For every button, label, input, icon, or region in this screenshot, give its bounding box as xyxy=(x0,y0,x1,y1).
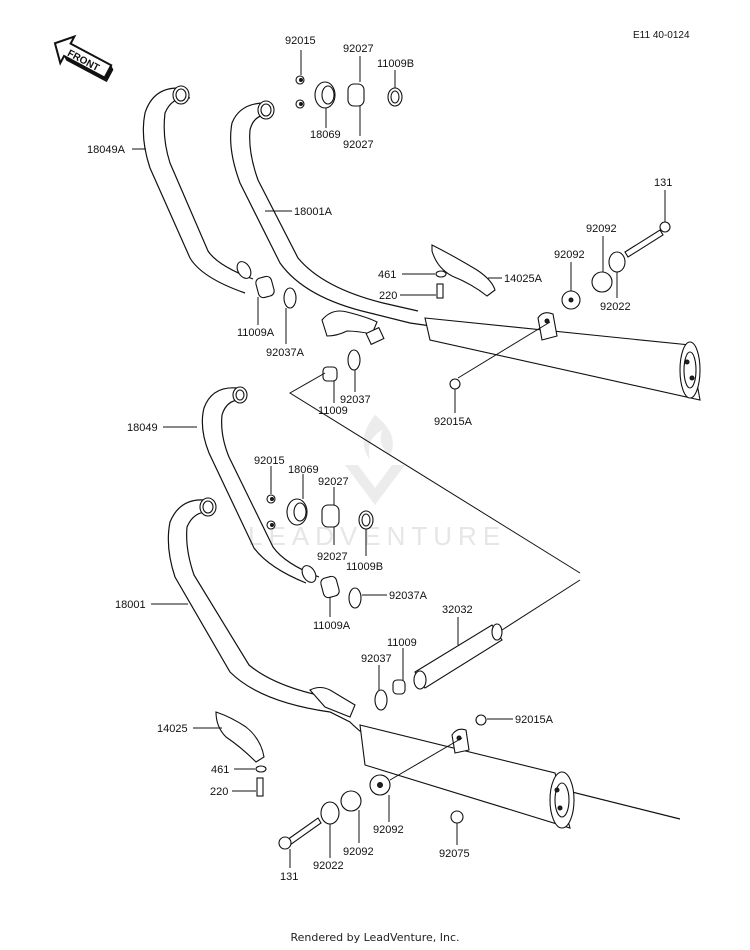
label-18049: 18049 xyxy=(127,422,158,434)
label-461-lower: 461 xyxy=(211,764,229,776)
label-461: 461 xyxy=(378,269,396,281)
label-18069-lower: 18069 xyxy=(288,464,319,476)
label-92092-b-lower: 92092 xyxy=(343,846,374,858)
label-11009B: 11009B xyxy=(377,58,414,70)
label-92075: 92075 xyxy=(439,848,470,860)
front-arrow-icon: FRONT xyxy=(53,34,114,83)
label-18001: 18001 xyxy=(115,599,146,611)
label-92037A-lower: 92037A xyxy=(389,590,428,602)
label-18069: 18069 xyxy=(310,129,341,141)
label-131: 131 xyxy=(654,177,672,189)
label-220: 220 xyxy=(379,290,397,302)
label-92015A-lower: 92015A xyxy=(515,714,554,726)
watermark-text: LEADVENTURE xyxy=(248,521,506,551)
label-92027-top-lower: 92027 xyxy=(318,476,349,488)
label-92027-bottom-lower: 92027 xyxy=(317,551,348,563)
upper-labels: 92015 92027 11009B 18069 92027 18049A 18… xyxy=(87,35,672,428)
label-92037-lower: 92037 xyxy=(361,653,392,665)
label-220-lower: 220 xyxy=(210,786,228,798)
watermark: LEADVENTURE xyxy=(248,415,506,551)
label-14025: 14025 xyxy=(157,723,188,735)
label-92022: 92022 xyxy=(600,301,631,313)
label-11009: 11009 xyxy=(318,405,348,417)
label-18049A: 18049A xyxy=(87,144,126,156)
lower-labels: 18049 92015 18069 92027 92027 11009B 180… xyxy=(115,422,554,883)
label-92015: 92015 xyxy=(285,35,316,47)
label-92015A: 92015A xyxy=(434,416,473,428)
label-11009A-lower: 11009A xyxy=(313,620,351,632)
exhaust-pipe-18001A xyxy=(230,102,481,334)
heat-shield-14025A xyxy=(431,244,496,297)
label-92092-a: 92092 xyxy=(586,223,617,235)
label-92092-b: 92092 xyxy=(554,249,585,261)
label-92015-lower: 92015 xyxy=(254,455,285,467)
label-18001A: 18001A xyxy=(294,206,333,218)
muffler-bracket xyxy=(537,312,558,341)
label-11009A: 11009A xyxy=(237,327,275,339)
label-92037: 92037 xyxy=(340,394,371,406)
label-11009B-lower: 11009B xyxy=(346,561,383,573)
exhaust-pipe-18049 xyxy=(201,387,320,584)
label-32032: 32032 xyxy=(442,604,473,616)
label-92027-top: 92027 xyxy=(343,43,374,55)
heat-shield-14025 xyxy=(215,711,265,763)
muffler-upper xyxy=(424,317,701,401)
label-11009-lower: 11009 xyxy=(387,637,417,649)
exhaust-pipe-18049A xyxy=(142,87,254,294)
exhaust-pipe-18001 xyxy=(167,499,681,820)
muffler-lower xyxy=(359,724,571,829)
label-92022-lower: 92022 xyxy=(313,860,344,872)
label-92027-bottom: 92027 xyxy=(343,139,374,151)
label-131-lower: 131 xyxy=(280,871,298,883)
footer-credit: Rendered by LeadVenture, Inc. xyxy=(290,931,460,944)
label-92092-a-lower: 92092 xyxy=(373,824,404,836)
label-14025A: 14025A xyxy=(504,273,543,285)
upper-assembly xyxy=(142,75,701,574)
lower-assembly xyxy=(167,386,681,850)
label-92037A: 92037A xyxy=(266,347,305,359)
reference-code: E11 40-0124 xyxy=(633,30,690,41)
